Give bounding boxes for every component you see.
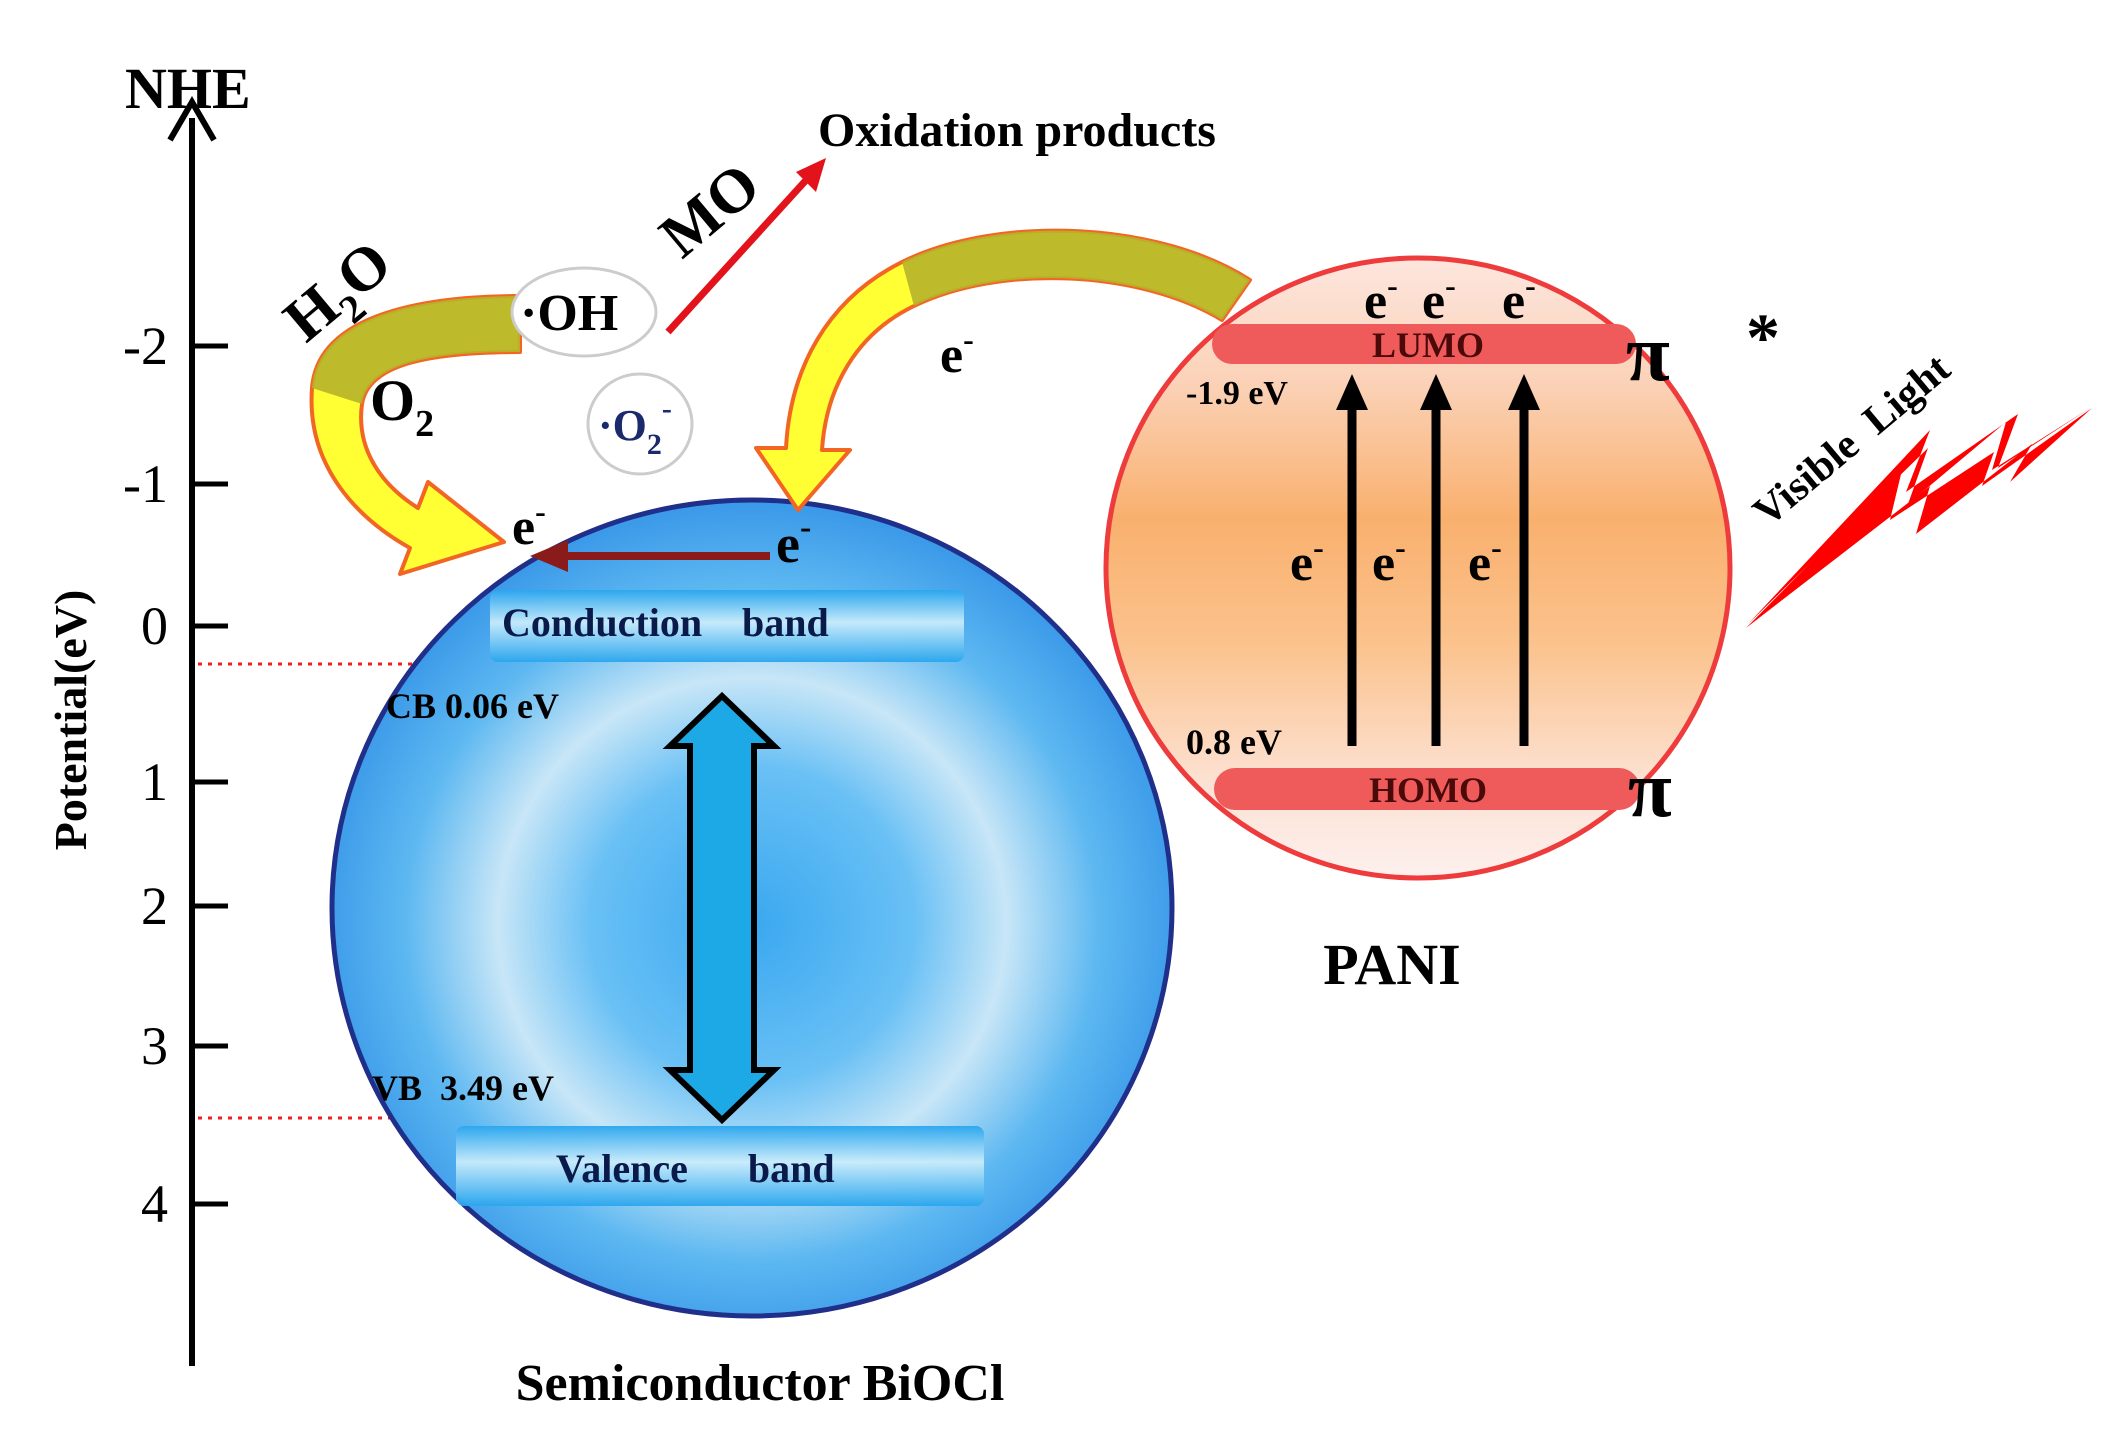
pani-electron: e- (1422, 267, 1456, 330)
pi-symbol: π (1628, 746, 1672, 834)
potential-axis: -2 -1 0 1 2 3 4 (123, 96, 228, 1366)
pani-electron: e- (1468, 529, 1502, 592)
pani-sphere (1103, 255, 1733, 881)
valence-band-bar (456, 1126, 984, 1206)
pani-electrons: e-e-e-e-e-e- (1290, 267, 1536, 592)
star-symbol: * (1746, 299, 1780, 375)
cb-electron: e- (512, 493, 546, 556)
axis-tick-label: 0 (141, 596, 168, 656)
pani-to-biocl-arrow (754, 228, 1252, 512)
axis-tick-label: -2 (123, 316, 168, 376)
homo-label: HOMO (1369, 770, 1487, 810)
conduction-band-label: Conduction band (502, 600, 829, 645)
pani-electron: e- (1364, 267, 1398, 330)
biocl-name: Semiconductor BiOCl (516, 1355, 1005, 1412)
transfer-electron: e- (776, 509, 811, 574)
methyl-orange-label: MO (647, 150, 772, 271)
axis-title: NHE (125, 56, 251, 121)
homo-bar (1214, 768, 1640, 810)
oxidation-products-label: Oxidation products (818, 104, 1216, 157)
valence-band-label: Valence band (556, 1146, 835, 1191)
lumo-bar (1212, 324, 1636, 364)
axis-label: Potential(eV) (45, 590, 96, 851)
homo-energy-label: 0.8 eV (1186, 722, 1282, 762)
hydroxyl-radical-bubble (510, 266, 658, 358)
lightning-bolt-icon (1748, 408, 2090, 624)
pani-electron: e- (1290, 529, 1324, 592)
conduction-band-bar (490, 590, 964, 662)
lumo-energy-label: -1.9 eV (1186, 375, 1288, 412)
pani-name: PANI (1323, 932, 1460, 997)
superoxide-bubble (586, 372, 694, 476)
axis-tick-label: 3 (141, 1016, 168, 1076)
lumo-label: LUMO (1372, 325, 1484, 365)
oxidation-arrow (665, 158, 826, 335)
band-gap-double-arrow (662, 691, 782, 1125)
axis-tick-label: -1 (123, 454, 168, 514)
oxygen-label: O2 (370, 368, 434, 445)
pani-electron: e- (1372, 529, 1406, 592)
hydroxyl-radical: ·OH (520, 285, 618, 342)
superoxide-radical: ·O2- (598, 392, 672, 461)
pi-star-symbol: π (1626, 310, 1670, 398)
axis-tick-label: 1 (141, 752, 168, 812)
excitation-arrows (1336, 374, 1540, 746)
axis-tick-label: 2 (141, 876, 168, 936)
lightning-bolt-shape-icon (1746, 408, 2092, 628)
oxygen-reduction-arrow (309, 294, 522, 576)
pani-electron: e- (1502, 267, 1536, 330)
axis-ticks: -2 -1 0 1 2 3 4 (123, 316, 228, 1234)
axis-tick-label: 4 (141, 1174, 168, 1234)
free-electron: e- (940, 321, 974, 384)
cb-energy-label: CB 0.06 eV (386, 686, 559, 726)
electron-transfer-arrow (530, 540, 770, 572)
vb-energy-label: VB 3.49 eV (372, 1068, 554, 1108)
